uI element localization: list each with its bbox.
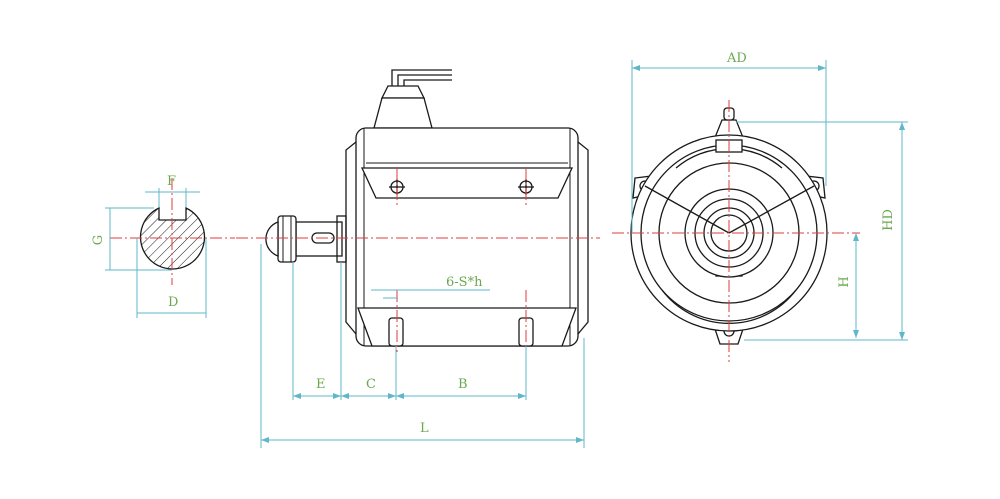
arrow-c-right bbox=[388, 393, 396, 399]
motor-end-view: AD HD H bbox=[612, 51, 908, 362]
arrow-l-left bbox=[261, 437, 269, 443]
arrow-ad-left bbox=[632, 65, 640, 71]
label-d: D bbox=[168, 295, 178, 310]
cable-wire-3 bbox=[403, 79, 452, 88]
spoke-right bbox=[728, 185, 815, 234]
label-g: G bbox=[91, 235, 106, 245]
label-6-s-h: 6-S*h bbox=[446, 275, 483, 290]
foot-hole-left bbox=[388, 317, 404, 347]
terminal-box bbox=[373, 97, 433, 129]
arrow-h-top bbox=[853, 233, 859, 241]
label-e: E bbox=[316, 377, 326, 392]
arrow-l-right bbox=[576, 437, 584, 443]
shaft-cap bbox=[265, 221, 279, 257]
label-b: B bbox=[458, 377, 468, 392]
spoke-left bbox=[644, 185, 730, 234]
mounting-plate bbox=[360, 167, 574, 199]
arrow-h-bottom bbox=[853, 330, 859, 338]
rear-flange bbox=[577, 141, 589, 335]
label-ad: AD bbox=[726, 51, 747, 66]
terminal-gland bbox=[380, 85, 426, 99]
cable-wire-2 bbox=[397, 74, 452, 88]
shaft bbox=[295, 221, 343, 257]
label-c: C bbox=[366, 377, 376, 392]
arrow-e-right bbox=[333, 393, 341, 399]
arrow-b-left bbox=[396, 393, 404, 399]
label-l: L bbox=[420, 421, 429, 436]
label-f: F bbox=[167, 174, 176, 189]
arrow-ad-right bbox=[818, 65, 826, 71]
arrow-b-right bbox=[518, 393, 526, 399]
arrow-hd-bottom bbox=[899, 332, 905, 340]
shaft-section-view: F G D bbox=[91, 174, 235, 318]
arrow-e-left bbox=[293, 393, 301, 399]
cable-wire-1 bbox=[391, 69, 452, 88]
arrow-c-left bbox=[341, 393, 349, 399]
motor-side-view: 6-S*h E C B L bbox=[236, 69, 600, 448]
label-h: H bbox=[837, 276, 852, 287]
shaft-nut bbox=[277, 215, 297, 263]
arrow-hd-top bbox=[899, 122, 905, 130]
label-hd: HD bbox=[881, 209, 896, 231]
